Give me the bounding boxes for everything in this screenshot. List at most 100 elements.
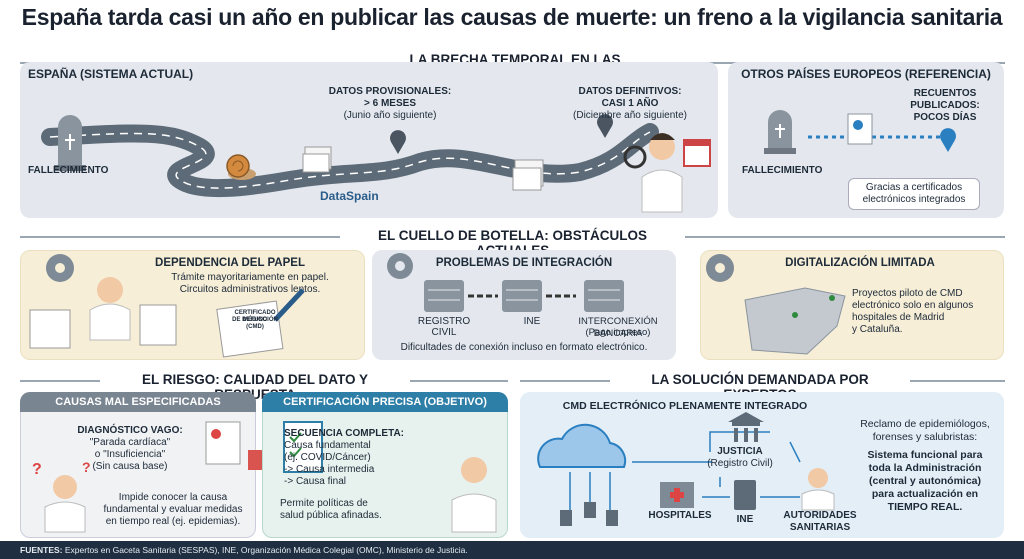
network-diagram [537, 412, 835, 526]
justice-label: JUSTICIA [717, 446, 763, 457]
ine-label: INE [736, 514, 754, 525]
europe-death-label: FALLECIMIENTO [742, 165, 823, 176]
document-icon [216, 300, 284, 358]
good-illustration [283, 421, 497, 533]
server-icon [584, 280, 624, 312]
europe-note-box [848, 178, 980, 210]
good-impact: Permite políticas de [280, 498, 368, 509]
def-value: CASI 1 AÑO [601, 98, 659, 109]
paper-heading: DEPENDENCIA DEL PAPEL [155, 257, 305, 269]
prov-title: DATOS PROVISIONALES: [328, 86, 452, 97]
server-icon [424, 280, 464, 312]
justice-label: (Registro Civil) [707, 458, 773, 469]
cmd-doc-label: CERTIFICADO MÉDICO [234, 310, 276, 323]
hospital-icon [660, 482, 694, 508]
digital-heading: DIGITALIZACIÓN LIMITADA [785, 257, 935, 269]
paper-stack-icon [512, 159, 544, 191]
location-pin-icon [390, 130, 406, 154]
prov-value: > 6 MESES [364, 98, 416, 109]
good-text: Causa fundamental [284, 440, 371, 451]
bad-text: "Parada cardíaca" [89, 437, 171, 448]
paper-illustration [29, 254, 305, 358]
auth-label: AUTORIDADES [783, 510, 857, 521]
snail-icon [226, 154, 256, 180]
spain-map [706, 254, 846, 355]
road-illustration [41, 114, 711, 213]
europe-heading: OTROS PAÍSES EUROPEOS (REFERENCIA) [741, 67, 991, 81]
demand-text: (central y autonómica) [868, 475, 982, 487]
cloud-icon [537, 423, 627, 468]
bad-impact: en tiempo real (ej. epidemias). [105, 516, 241, 527]
node-label: CIVIL [431, 327, 457, 338]
confident-doctor [451, 457, 497, 533]
health-authority-person [801, 468, 835, 511]
digital-line: Proyectos piloto de CMD [852, 288, 963, 299]
good-text: SECUENCIA COMPLETA: [284, 428, 404, 439]
brand-logo: DataSpain [320, 189, 379, 203]
def-note: (Diciembre año siguiente) [573, 110, 687, 121]
good-text: (ej. COVID/Cáncer) [284, 452, 371, 463]
europe-illustration [764, 110, 956, 154]
good-impact: salud pública afinadas. [280, 510, 382, 521]
demand-text: para actualización en [871, 488, 979, 500]
svg-text:?: ? [32, 461, 42, 478]
document-icon [205, 421, 241, 465]
integration-note: Dificultades de conexión incluso en form… [400, 342, 648, 353]
paper-panel [20, 250, 365, 360]
gear-icon [706, 254, 734, 282]
footer: FUENTES: Expertos en Gaceta Sanitaria (S… [0, 541, 1024, 559]
europe-note: Gracias a certificados [865, 182, 963, 193]
svg-text:?: ? [82, 459, 91, 475]
bad-impact: fundamental y evaluar medidas [103, 504, 243, 515]
digital-line: hospitales de Madrid [852, 312, 945, 323]
location-pin-icon [940, 128, 956, 152]
server-icon [502, 280, 542, 312]
server-chain [387, 253, 624, 312]
node-label: INE [523, 316, 541, 327]
good-text: -> Causa intermedia [284, 464, 375, 475]
bad-impact: Impide conocer la causa [118, 492, 228, 503]
claim-text: forenses y salubristas: [872, 431, 978, 443]
bad-illustration: ? ? [32, 421, 241, 533]
confused-doctor [44, 475, 86, 533]
justice-icon [728, 412, 764, 442]
hospitals-label: HOSPITALES [648, 510, 712, 521]
gear-icon [387, 253, 413, 279]
cmd-doc-label: DE DEFUNCIÓN [232, 317, 278, 323]
bad-text: o "Insuficiencia" [94, 449, 166, 460]
spain-death-label: FALLECIMIENTO [28, 165, 109, 176]
server-icon [734, 480, 756, 510]
clipboard-icon [283, 421, 323, 473]
pen-icon [273, 288, 305, 322]
page-title: España tarda casi un año en publicar las… [21, 4, 1003, 30]
auth-label: SANITARIAS [789, 522, 851, 533]
bad-text: DIAGNÓSTICO VAGO: [77, 425, 183, 436]
claim-text: Reclamo de epidemiólogos, [860, 418, 990, 430]
footer-label: FUENTES: [20, 545, 63, 555]
paper-line: Trámite mayoritariamente en papel. [171, 272, 329, 283]
europe-note: electrónicos integrados [862, 194, 966, 205]
tombstone-icon [54, 115, 86, 171]
paper-line: Circuitos administrativos lentos. [179, 284, 321, 295]
good-text: -> Causa final [284, 476, 346, 487]
europe-counts: RECUENTOS [913, 88, 977, 99]
location-pin-icon [597, 114, 613, 138]
calendar-icon [683, 139, 711, 167]
document-icon [847, 113, 873, 145]
def-title: DATOS DEFINITIVOS: [578, 86, 682, 97]
good-card-heading: CERTIFICACIÓN PRECISA (OBJETIVO) [262, 392, 508, 412]
integration-heading: PROBLEMAS DE INTEGRACIÓN [435, 257, 613, 269]
tombstone-icon [764, 110, 796, 154]
demand-text: TIEMPO REAL. [887, 501, 963, 513]
digital-line: y Cataluña. [852, 324, 903, 335]
bad-text: (Sin causa base) [92, 461, 168, 472]
prov-note: (Junio año siguiente) [343, 110, 437, 121]
node-label: (Pago impreso) [585, 327, 651, 338]
gear-icon [46, 254, 74, 282]
doctor-figure [623, 133, 683, 213]
footer-text: Expertos en Gaceta Sanitaria (SESPAS), I… [64, 545, 468, 555]
europe-counts: PUBLICADOS: [910, 100, 980, 111]
solution-subheading: CMD ELECTRÓNICO PLENAMENTE INTEGRADO [562, 400, 808, 412]
spain-heading: ESPAÑA (SISTEMA ACTUAL) [28, 67, 194, 81]
node-label: REGISTRO [417, 316, 471, 327]
